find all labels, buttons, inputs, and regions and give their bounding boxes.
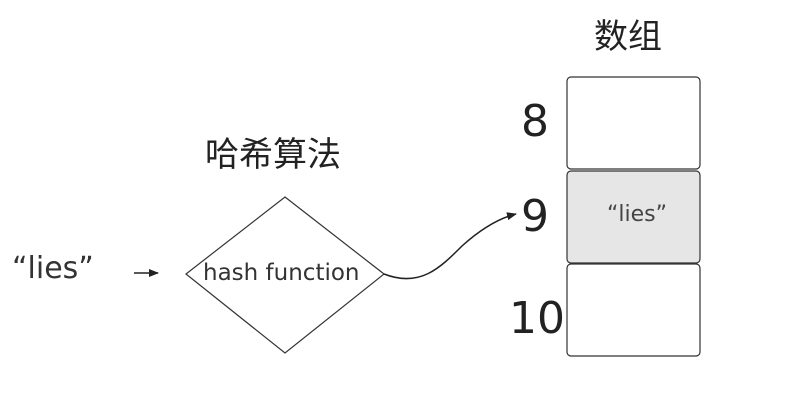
array-cell-9-value: “lies”	[607, 202, 668, 227]
array-title: 数组	[594, 17, 662, 57]
hash-function-label: hash function	[203, 260, 360, 286]
hash-function-diamond	[185, 196, 385, 354]
array-cell-10	[566, 263, 701, 357]
array-index-10: 10	[509, 293, 565, 344]
input-key-label: “lies”	[12, 251, 94, 286]
array-cell-8	[566, 76, 701, 170]
array-cell-9	[566, 170, 701, 264]
array-index-9: 9	[521, 191, 549, 242]
hash-to-slot-arrow	[383, 212, 517, 280]
array-index-8: 8	[521, 96, 549, 147]
hash-algorithm-title: 哈希算法	[205, 135, 341, 175]
